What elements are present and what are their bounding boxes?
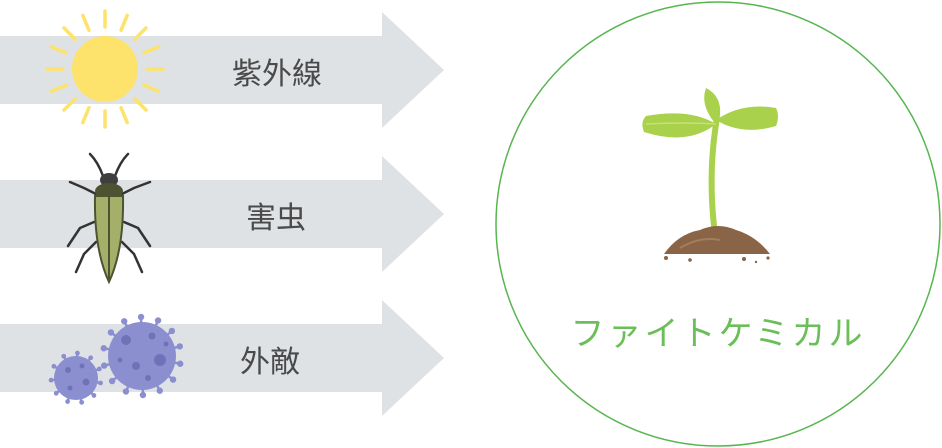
arrow-enemies-shape (0, 300, 444, 416)
beetle-icon (66, 152, 152, 285)
arrow-enemies-label: 外敵 (240, 345, 300, 380)
result-circle (495, 1, 941, 447)
arrow-pests-label: 害虫 (246, 201, 306, 236)
arrow-enemies: 外敵 (0, 300, 444, 416)
arrow-pests-shape (0, 156, 444, 272)
arrow-pests: 害虫 (0, 156, 444, 272)
arrow-uv-label: 紫外線 (232, 57, 322, 92)
seedling-icon (642, 88, 778, 264)
sun-icon (45, 9, 165, 129)
result-label: ファイトケミカル (571, 314, 866, 354)
virus-icon (48, 313, 184, 405)
